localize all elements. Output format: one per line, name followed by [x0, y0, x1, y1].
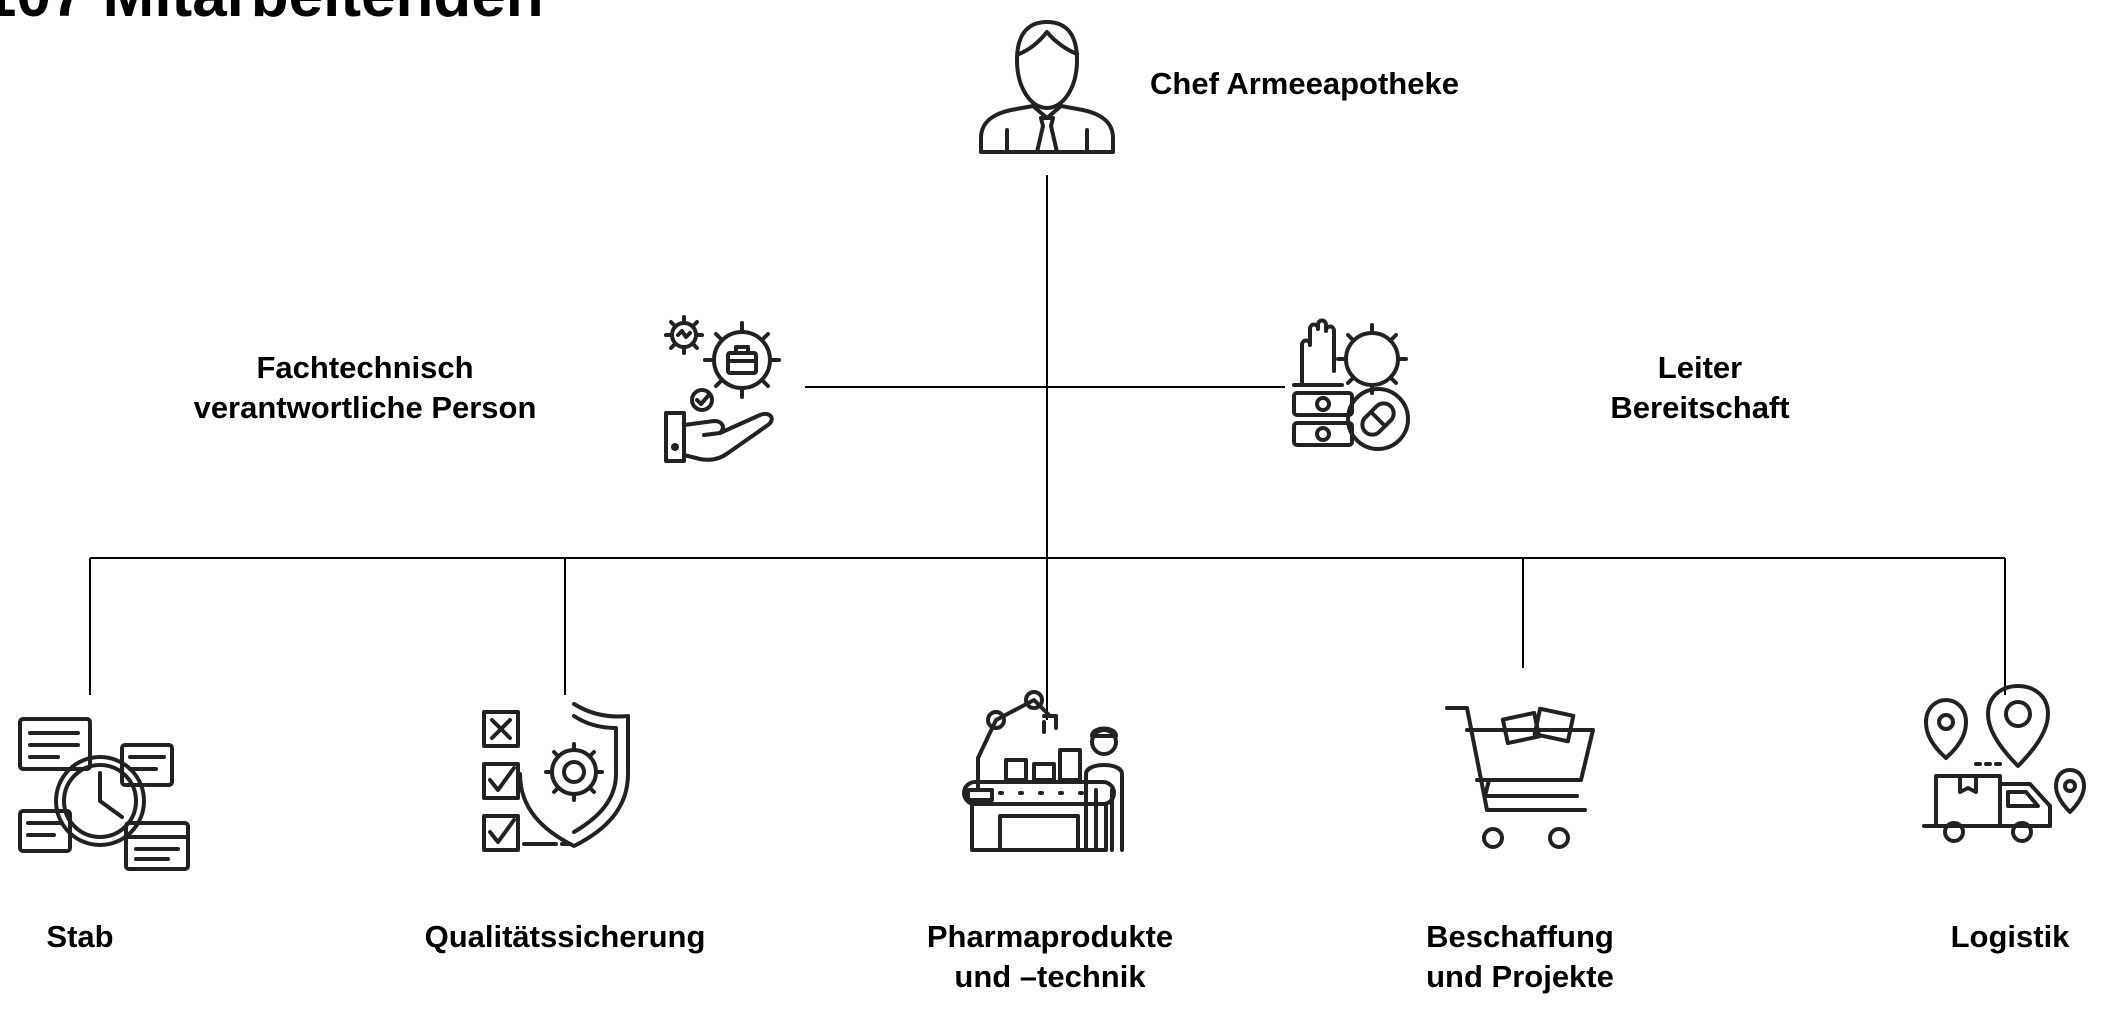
- gears-briefcase-hand-icon: [664, 315, 781, 463]
- chef-label: Chef Armeeapotheke: [1150, 66, 1459, 101]
- stab-label: Stab: [46, 919, 114, 954]
- robot-arm-conveyor-icon: [962, 690, 1124, 852]
- hand-gear-pills-icon: [1292, 318, 1410, 451]
- shopping-cart-icon: [1445, 706, 1595, 849]
- person-with-tie-icon: [979, 20, 1115, 154]
- qualitaetssicherung-label: Qualitätssicherung: [424, 919, 706, 954]
- logistik-label: Logistik: [1950, 919, 2070, 954]
- connector-lines: [89, 175, 2006, 720]
- clock-documents-icon: [18, 717, 190, 871]
- shield-gear-checklist-icon: [482, 702, 630, 852]
- delivery-truck-map-pin-icon: [1922, 684, 2086, 843]
- page-title: 107 Mitarbeitenden: [0, 0, 544, 32]
